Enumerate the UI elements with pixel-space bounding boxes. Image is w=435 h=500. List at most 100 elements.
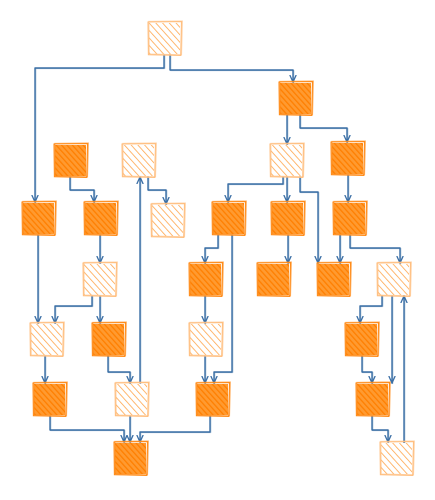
edge-sketch-stroke [147, 176, 168, 206]
node-sketch-border [279, 80, 314, 116]
node-sketch-border [270, 142, 305, 178]
node-n-bottom [113, 440, 149, 476]
node-n-col6-row3 [332, 200, 368, 236]
edge-n-col7-row5-to-n-col7-row6 [361, 355, 372, 383]
node-n-col2-row4 [82, 261, 118, 297]
node-n-col1-row3 [21, 200, 57, 236]
node-sketch-border [278, 81, 314, 116]
edge-n-right-top-to-n-right-b [299, 114, 347, 142]
node-sketch-border [188, 322, 224, 357]
edge-n-left-b-to-n-col3-row3 [147, 176, 166, 204]
node-sketch-border [114, 382, 150, 417]
edge-sketch-stroke [69, 176, 96, 204]
node-sketch-border [114, 440, 149, 476]
node-sketch-border [113, 441, 149, 476]
node-sketch-border [269, 143, 305, 178]
node-sketch-border [331, 140, 366, 176]
node-hatch-fill [318, 264, 349, 295]
node-sketch-border [212, 200, 247, 236]
node-sketch-border [115, 381, 150, 417]
node-hatch-fill [357, 384, 388, 415]
node-sketch-border [344, 322, 380, 357]
node-sketch-border [271, 200, 306, 236]
node-n-col7-row5 [344, 321, 380, 357]
edge-sketch-stroke [299, 114, 349, 144]
node-hatch-fill [190, 264, 221, 295]
edge-sketch-stroke [204, 234, 220, 265]
node-sketch-border [121, 143, 157, 178]
node-layer [21, 20, 415, 476]
edge-n-col1-row6-to-n-bottom [49, 415, 124, 442]
node-sketch-border [317, 261, 352, 297]
node-sketch-border [53, 143, 89, 178]
node-n-col5-row3 [270, 200, 306, 236]
node-hatch-fill [381, 443, 412, 474]
edge-n-col7-row6-to-n-col7-row7 [371, 415, 388, 442]
node-root [147, 20, 183, 56]
node-sketch-border [257, 261, 292, 297]
edge-sketch-stroke [169, 54, 295, 84]
node-sketch-border [84, 200, 119, 236]
node-sketch-border [33, 381, 68, 417]
node-hatch-fill [378, 264, 409, 295]
node-hatch-fill [85, 203, 116, 234]
node-sketch-border [379, 441, 415, 476]
edge-root-to-n-col1-row3 [35, 54, 165, 202]
node-hatch-fill [31, 324, 62, 355]
node-sketch-border [333, 200, 368, 236]
edge-root-to-n-right-top [169, 54, 293, 82]
edge-n-col2-row5-to-n-col3-row6 [107, 355, 130, 383]
node-hatch-fill [271, 145, 302, 176]
node-n-col4-row5 [188, 321, 224, 357]
node-n-col4-row6 [195, 381, 231, 417]
edge-n-right-a-to-n-col4-row3 [228, 176, 284, 202]
node-n-col1-row6 [32, 381, 68, 417]
node-hatch-fill [34, 384, 65, 415]
edge-n-col7-row4-to-n-col7-row5 [360, 295, 383, 323]
node-sketch-border [356, 381, 391, 417]
node-hatch-fill [149, 23, 180, 54]
node-n-col5-row4 [256, 261, 292, 297]
node-hatch-fill [115, 443, 146, 474]
node-hatch-fill [190, 324, 221, 355]
node-sketch-border [83, 261, 118, 297]
node-n-col7-row4 [376, 261, 412, 297]
node-hatch-fill [213, 203, 244, 234]
node-sketch-border [380, 440, 415, 476]
edge-sketch-stroke [107, 355, 132, 385]
node-hatch-fill [152, 205, 183, 236]
node-sketch-border [355, 382, 391, 417]
node-n-right-a [269, 142, 305, 178]
node-sketch-border [22, 200, 57, 236]
node-n-col4-row3 [211, 200, 247, 236]
edge-n-col2-row4-to-n-col1-row5 [55, 295, 93, 323]
node-sketch-border [188, 262, 224, 297]
node-sketch-border [211, 201, 247, 236]
node-sketch-border [376, 262, 412, 297]
node-n-col3-row3 [150, 202, 186, 238]
edge-n-right-a-to-n-col6-row4 [299, 176, 318, 263]
node-n-right-top [278, 80, 314, 116]
edge-sketch-stroke [403, 295, 410, 462]
node-hatch-fill [332, 143, 363, 174]
edge-sketch-stroke [227, 176, 285, 204]
node-n-col1-row5 [29, 321, 65, 357]
edge-sketch-stroke [361, 355, 374, 385]
edge-sketch-stroke [349, 234, 402, 265]
node-sketch-border [82, 262, 118, 297]
node-hatch-fill [334, 203, 365, 234]
node-hatch-fill [123, 145, 154, 176]
edge-sketch-stroke [49, 415, 126, 444]
edge-sketch-stroke [139, 415, 212, 444]
node-hatch-fill [23, 203, 54, 234]
node-hatch-fill [93, 324, 124, 355]
edge-n-left-a-to-n-col2-row3 [69, 176, 94, 202]
node-sketch-border [377, 261, 412, 297]
edge-n-col4-row3-to-n-col4-row6 [214, 234, 233, 383]
edge-layer [35, 54, 410, 462]
node-hatch-fill [116, 384, 147, 415]
node-n-col7-row7 [379, 440, 415, 476]
node-n-col7-row6 [355, 381, 391, 417]
edge-sketch-stroke [54, 295, 94, 325]
